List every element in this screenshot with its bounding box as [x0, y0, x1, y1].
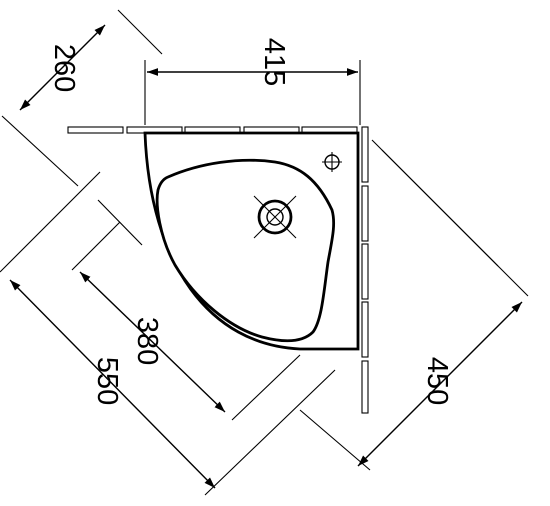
dimension-415-label: 415: [258, 38, 290, 86]
wall-tiles-right: [361, 126, 369, 414]
dimension-450-label: 450: [421, 357, 453, 405]
dimension-415: 415: [144, 38, 361, 125]
dimension-260: 260: [1, 9, 163, 187]
dimension-450: 450: [299, 139, 529, 471]
inner-bowl: [155, 158, 336, 343]
drain-icon: [253, 195, 297, 239]
dimension-550: 550: [0, 171, 336, 496]
dimension-550-label: 550: [91, 357, 123, 405]
dimension-380-label: 380: [131, 317, 163, 365]
tap-hole-icon: [322, 152, 342, 172]
dimension-260-label: 260: [48, 44, 80, 92]
